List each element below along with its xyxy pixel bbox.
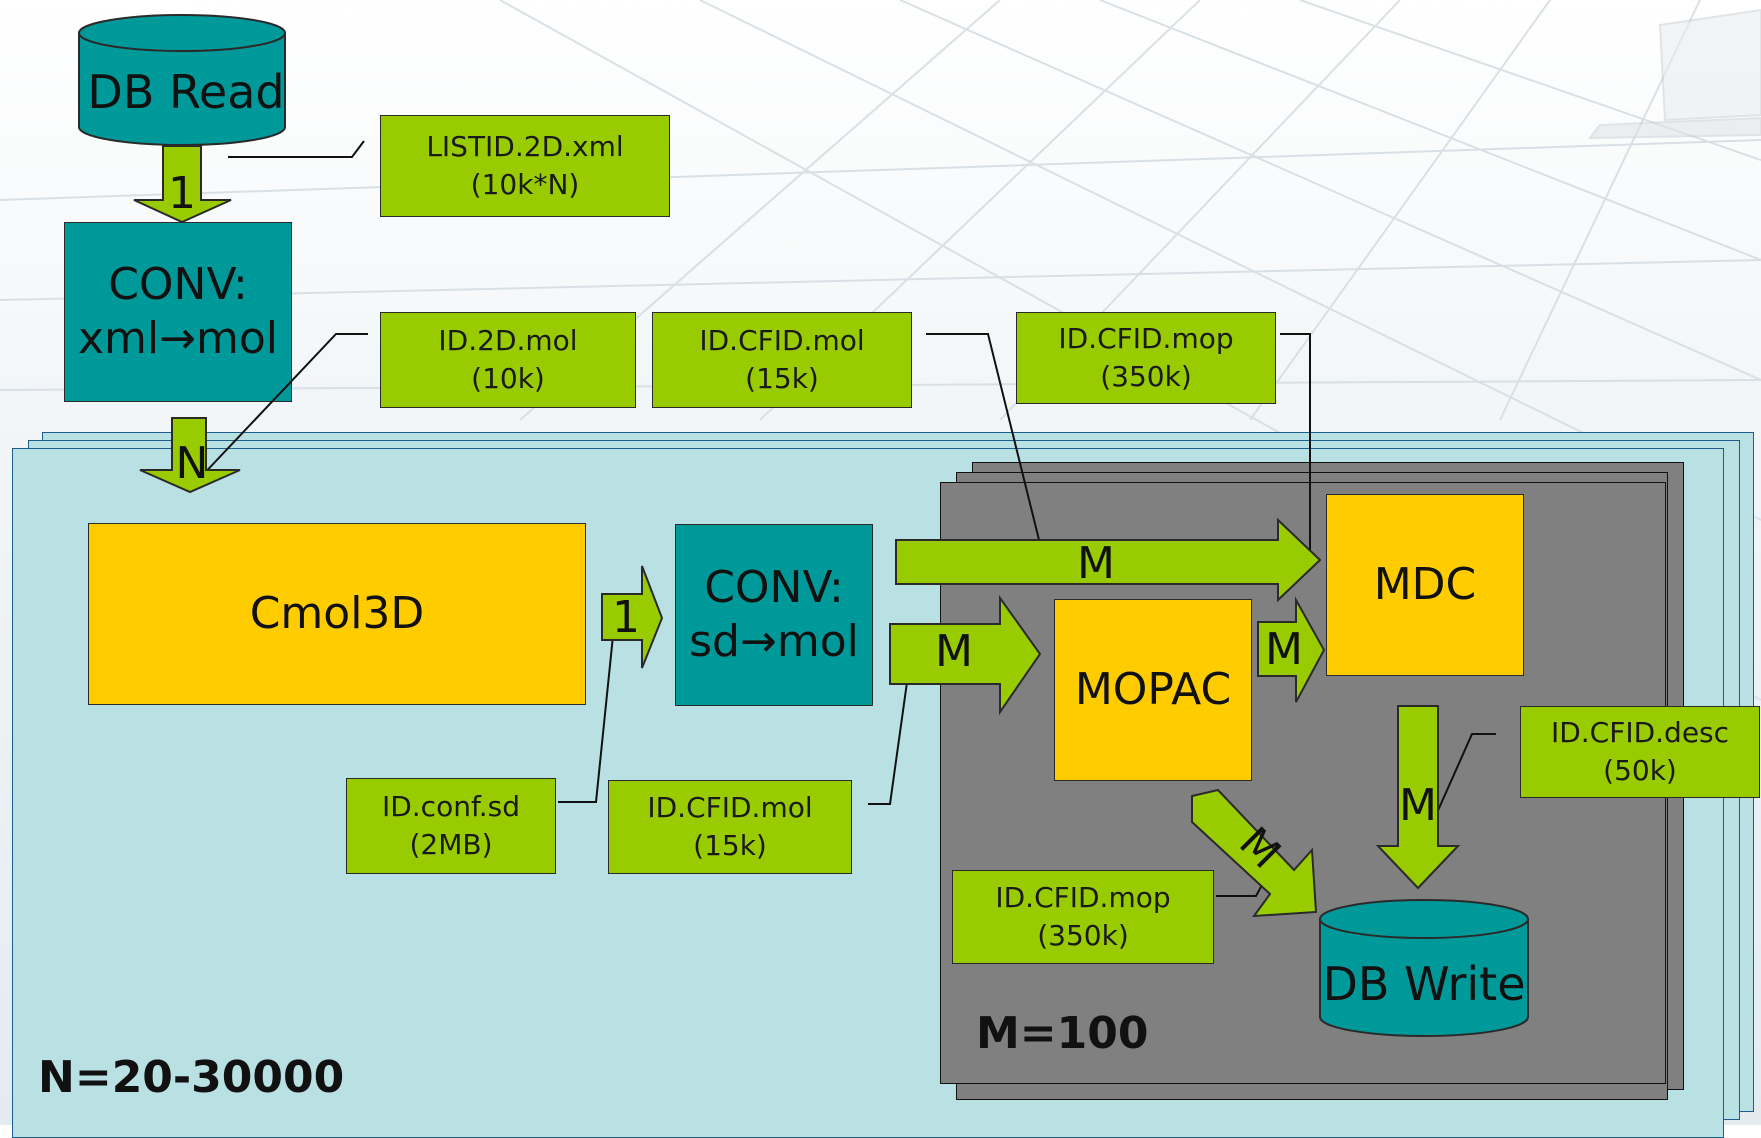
- connector-id2dmol: [197, 333, 368, 481]
- conv-sd-mol-box: CONV: sd→mol: [675, 524, 873, 706]
- laptop-decoration: [1587, 8, 1761, 140]
- note-cfidmol-bot-line2: (15k): [693, 829, 767, 862]
- note-cfidmop-top-line1: ID.CFID.mop: [1058, 322, 1234, 355]
- mdc-label: MDC: [1373, 559, 1477, 610]
- conv-sd-line1: CONV:: [704, 562, 844, 613]
- note-id-2d-mol: ID.2D.mol (10k): [380, 312, 636, 408]
- connector-listid: [228, 140, 365, 158]
- cmol3d-label: Cmol3D: [249, 588, 425, 639]
- note-id2dmol-line1: ID.2D.mol: [438, 324, 578, 357]
- note-cfidmop-top-line2: (350k): [1100, 360, 1192, 393]
- arrow-one-b: [601, 565, 664, 669]
- connector-cfidmop-top: [1280, 333, 1311, 566]
- note-listid-line1: LISTID.2D.xml: [426, 130, 624, 163]
- arrow-m-mopac: [889, 594, 1042, 716]
- mdc-box: MDC: [1326, 494, 1524, 676]
- note-confsd-line2: (2MB): [409, 828, 493, 861]
- arrow-m-down: [1375, 705, 1461, 890]
- conv-xml-line2: xml→mol: [78, 313, 278, 364]
- arrow-m-mopac-mdc-label: M: [1265, 624, 1303, 675]
- note-id-conf-sd: ID.conf.sd (2MB): [346, 778, 556, 874]
- note-id-cfid-mol-top: ID.CFID.mol (15k): [652, 312, 912, 408]
- db-write-label: DB Write: [1322, 957, 1525, 1011]
- conv-xml-line1: CONV:: [108, 259, 248, 310]
- connector-confsd: [558, 625, 615, 803]
- note-cfidmol-top-line1: ID.CFID.mol: [699, 324, 865, 357]
- db-read-label: DB Read: [87, 65, 284, 119]
- note-id-cfid-mop-bottom: ID.CFID.mop (350k): [952, 870, 1214, 964]
- connector-cfidmol-top: [926, 333, 1043, 553]
- conv-xml-mol-box: CONV: xml→mol: [64, 222, 292, 402]
- note-cfidmol-top-line2: (15k): [745, 362, 819, 395]
- cmol3d-box: Cmol3D: [88, 523, 586, 705]
- note-id-cfid-desc: ID.CFID.desc (50k): [1520, 706, 1760, 798]
- conv-sd-line2: sd→mol: [689, 616, 859, 667]
- connector-lines: [197, 140, 1496, 897]
- n-range-label: N=20-30000: [38, 1052, 345, 1103]
- m-value-label: M=100: [976, 1008, 1149, 1059]
- mopac-label: MOPAC: [1074, 664, 1232, 715]
- note-id-cfid-mol-bottom: ID.CFID.mol (15k): [608, 780, 852, 874]
- arrow-m-mdc: [895, 517, 1322, 603]
- mopac-box: MOPAC: [1054, 599, 1252, 781]
- arrow-n-label: N: [176, 438, 209, 489]
- db-write-cylinder: DB Write: [1319, 899, 1529, 1037]
- note-listid-2d-xml: LISTID.2D.xml (10k*N): [380, 115, 670, 217]
- arrow-m-mopac-mdc: [1257, 596, 1326, 703]
- note-confsd-line1: ID.conf.sd: [381, 790, 521, 823]
- arrow-one-a: [133, 145, 232, 224]
- arrow-m-mdc-label: M: [1077, 538, 1115, 589]
- note-id2dmol-line2: (10k): [471, 362, 545, 395]
- note-cfidmol-bot-line1: ID.CFID.mol: [647, 791, 813, 824]
- db-read-cylinder: DB Read: [78, 14, 286, 146]
- note-cfidmop-bot-line1: ID.CFID.mop: [995, 881, 1171, 914]
- arrow-m-down-label: M: [1399, 780, 1437, 831]
- arrow-m-diag: [1191, 788, 1318, 918]
- arrow-m-mopac-label: M: [935, 626, 973, 677]
- connector-cfidmol-bot: [868, 631, 915, 805]
- note-listid-line2: (10k*N): [470, 168, 580, 201]
- connector-cfiddesc: [1423, 733, 1496, 843]
- note-cfiddesc-line1: ID.CFID.desc: [1550, 716, 1730, 749]
- arrow-n: [139, 417, 241, 494]
- note-cfidmop-bot-line2: (350k): [1037, 919, 1129, 952]
- note-cfiddesc-line2: (50k): [1603, 754, 1677, 787]
- block-arrows: [133, 145, 1461, 918]
- arrow-one-b-label: 1: [612, 592, 640, 643]
- note-id-cfid-mop-top: ID.CFID.mop (350k): [1016, 312, 1276, 404]
- arrow-one-a-label: 1: [168, 168, 196, 219]
